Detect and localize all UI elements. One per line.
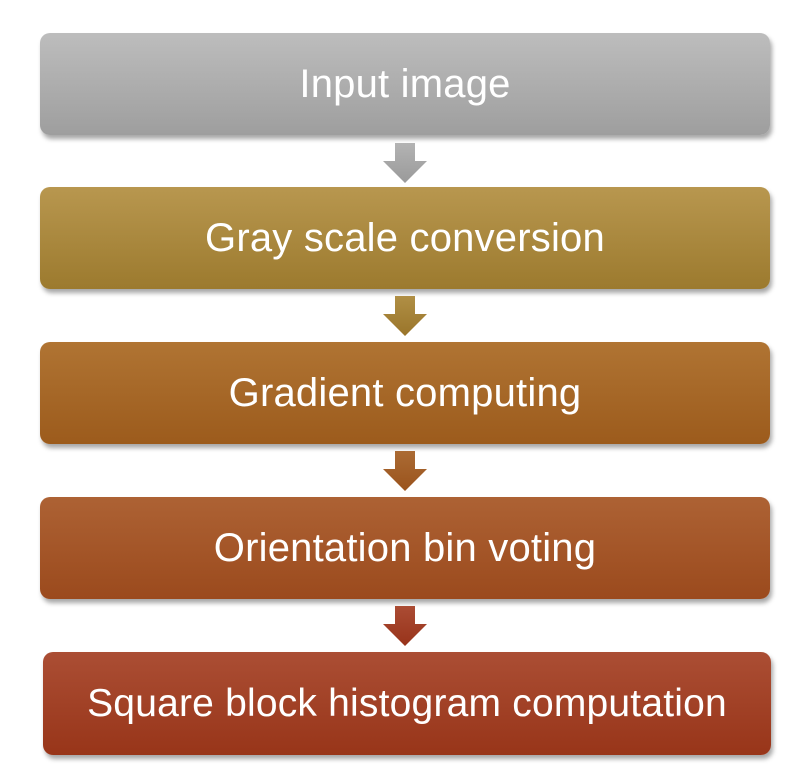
step-square-block-histogram-computation: Square block histogram computation bbox=[43, 652, 771, 755]
step-gray-scale-conversion: Gray scale conversion bbox=[40, 187, 770, 289]
step-gradient-computing: Gradient computing bbox=[40, 342, 770, 444]
step-label: Gradient computing bbox=[228, 370, 582, 415]
step-label: Input image bbox=[299, 61, 511, 106]
down-arrow-icon bbox=[383, 296, 427, 336]
down-arrow-icon bbox=[383, 143, 427, 183]
step-input-image: Input image bbox=[40, 33, 770, 135]
step-label: Gray scale conversion bbox=[205, 215, 605, 260]
step-label: Square block histogram computation bbox=[87, 681, 727, 725]
down-arrow-icon bbox=[383, 451, 427, 491]
down-arrow-icon bbox=[383, 606, 427, 646]
step-orientation-bin-voting: Orientation bin voting bbox=[40, 497, 770, 599]
step-label: Orientation bin voting bbox=[213, 525, 597, 570]
